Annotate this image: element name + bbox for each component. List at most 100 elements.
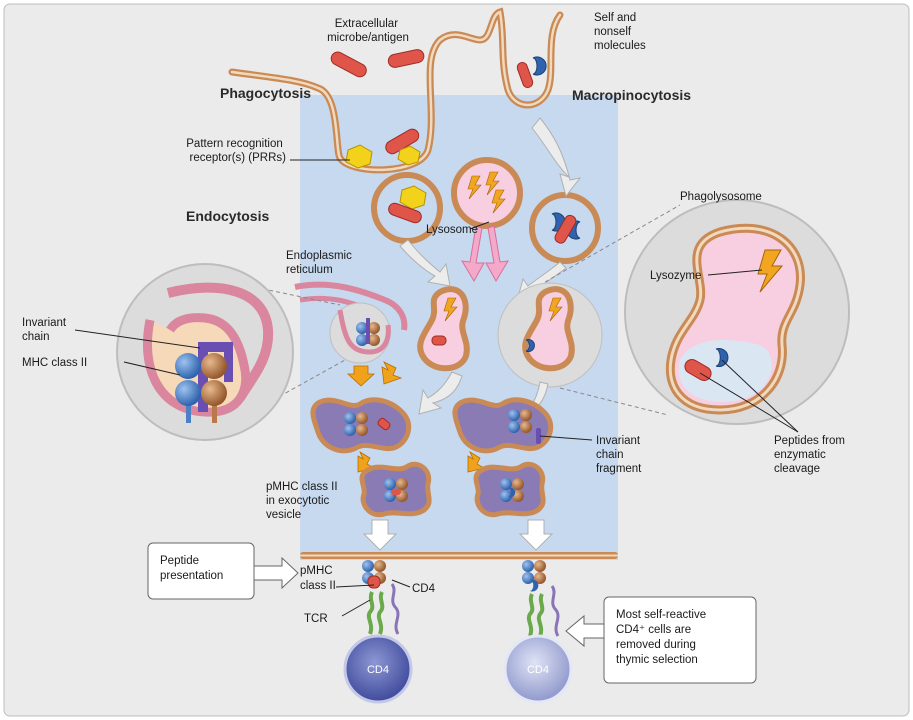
mhc-subunit <box>368 322 380 334</box>
er-membrane-zoom <box>166 282 274 401</box>
cd4-coreceptor <box>550 585 560 637</box>
bolt-icon <box>443 297 458 322</box>
tcr-receptor <box>376 591 385 635</box>
flow-arrow-pink <box>485 225 509 282</box>
label-prr: Pattern recognition receptor(s) (PRRs) <box>186 138 286 164</box>
peptide <box>391 489 401 495</box>
mhc-subunit <box>356 334 368 346</box>
mhc-subunit <box>175 353 201 379</box>
mhc-subunit <box>500 478 512 490</box>
label-self-reactive: Most self-reactive CD4⁺ cells are remove… <box>616 609 709 666</box>
invariant-chain <box>198 342 208 412</box>
tcr-receptor <box>536 593 545 637</box>
mhc-subunit <box>534 560 546 572</box>
bolt-icon <box>467 175 482 200</box>
bolt-icon <box>485 171 500 196</box>
flow-arrow <box>418 371 463 415</box>
mhc-subunit <box>374 560 386 572</box>
mhc-subunit <box>175 380 201 406</box>
callout-lines <box>74 159 799 617</box>
mhc-stalk <box>212 395 217 423</box>
cd4-t-cell-removed <box>503 634 573 704</box>
tcr-receptor <box>366 591 375 635</box>
mhc-subunit <box>356 424 368 436</box>
mhc-subunit <box>534 572 546 584</box>
lysosome-lower-lumen <box>678 340 772 402</box>
callout-arrow <box>253 556 299 590</box>
microbe <box>387 49 425 68</box>
invariant-chain-fragment <box>536 428 541 444</box>
mhc-subunit <box>520 421 532 433</box>
flow-arrow <box>531 117 582 198</box>
exocytotic-vesicle-right <box>473 461 546 518</box>
callout-arrow <box>565 614 605 648</box>
cd4-t-cell <box>343 634 413 704</box>
mhc-subunit <box>500 490 512 502</box>
label-phagocytosis: Phagocytosis <box>220 85 311 101</box>
mhc-subunit <box>520 409 532 421</box>
flow-arrow <box>518 519 554 551</box>
tcr-receptor <box>526 593 535 637</box>
lysosome <box>451 157 523 229</box>
zoom-guide <box>559 387 669 416</box>
peptide <box>525 339 535 352</box>
label-lysosome: Lysosome <box>426 224 478 236</box>
label-extracellular: Extracellular microbe/antigen <box>327 18 409 44</box>
peptide <box>377 417 391 431</box>
peptide <box>530 579 539 592</box>
flow-arrow <box>399 239 451 287</box>
flow-arrow-pink <box>461 225 485 282</box>
plasma-membrane-bottom-inner <box>300 554 618 557</box>
label-peptide-presentation: Peptide presentation <box>160 555 223 582</box>
bolt-icon <box>491 189 506 214</box>
self-molecule <box>516 61 534 89</box>
bolt-icon <box>757 249 784 293</box>
mhc-subunit <box>384 478 396 490</box>
label-er: Endoplasmic reticulum <box>286 250 355 276</box>
bolt-icon <box>548 297 563 322</box>
peptide <box>431 335 447 346</box>
mhc-subunit <box>396 478 408 490</box>
prr-receptor <box>397 145 421 166</box>
mhc-subunit <box>508 409 520 421</box>
endosome-right <box>452 397 554 454</box>
mhc-subunit <box>368 334 380 346</box>
mhc-subunit <box>512 478 524 490</box>
label-cd4: CD4 <box>412 583 436 595</box>
flow-arrow <box>362 519 398 551</box>
prr-receptor <box>399 185 427 210</box>
label-invariant-chain: Invariant chain <box>22 317 69 343</box>
cd4-cell-label: CD4 <box>367 664 389 676</box>
nonself-molecule <box>532 56 547 76</box>
label-mhc-class-ii: MHC class II <box>22 357 87 369</box>
mhc-stalk <box>186 395 191 423</box>
microbe-bound <box>385 128 420 155</box>
er-fold <box>337 309 391 355</box>
prr-receptor <box>345 144 373 169</box>
peptide <box>508 487 516 498</box>
mhc-subunit <box>344 424 356 436</box>
label-self-nonself: Self and nonself molecules <box>594 12 646 52</box>
zoom-guide <box>544 204 681 283</box>
peptide <box>367 575 381 589</box>
label-lysozyme: Lysozyme <box>650 270 701 282</box>
mhc-subunit <box>201 353 227 379</box>
label-tcr: TCR <box>304 613 328 625</box>
microbe <box>330 51 367 78</box>
cd4-cell-label: CD4 <box>527 664 549 676</box>
phagolysosome-zoom-inner <box>668 226 802 412</box>
label-phagolysosome: Phagolysosome <box>680 191 762 203</box>
label-endocytosis: Endocytosis <box>186 208 269 224</box>
label-macropinocytosis: Macropinocytosis <box>572 87 691 103</box>
cd4-coreceptor <box>390 583 400 635</box>
invariant-chain <box>198 342 232 352</box>
mhc-subunit <box>344 412 356 424</box>
mhc-subunit <box>508 421 520 433</box>
mhc-subunit <box>522 560 534 572</box>
invariant-chain <box>366 318 370 344</box>
label-invariant-chain-fragment: Invariant chain fragment <box>596 435 643 475</box>
microbe <box>388 202 422 224</box>
mhc-subunit <box>356 412 368 424</box>
plasma-membrane-top-inner <box>230 10 562 172</box>
